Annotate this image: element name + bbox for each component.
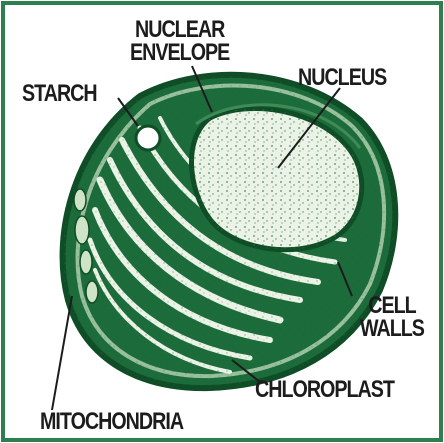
label-nuclear-envelope-line1: NUCLEAR [130, 18, 229, 41]
starch-grain [136, 126, 160, 150]
label-cell-walls-line1: CELL [360, 294, 424, 317]
label-nuclear-envelope: NUCLEAR ENVELOPE [130, 18, 229, 64]
label-chloroplast: CHLOROPLAST [255, 378, 394, 401]
nucleus [191, 105, 361, 250]
label-cell-walls: CELL WALLS [360, 294, 424, 340]
label-mitochondria: MITOCHONDRIA [40, 410, 183, 433]
label-nuclear-envelope-line2: ENVELOPE [130, 41, 229, 64]
label-cell-walls-line2: WALLS [360, 317, 424, 340]
label-starch: STARCH [22, 82, 97, 105]
label-nucleus: NUCLEUS [298, 66, 386, 89]
